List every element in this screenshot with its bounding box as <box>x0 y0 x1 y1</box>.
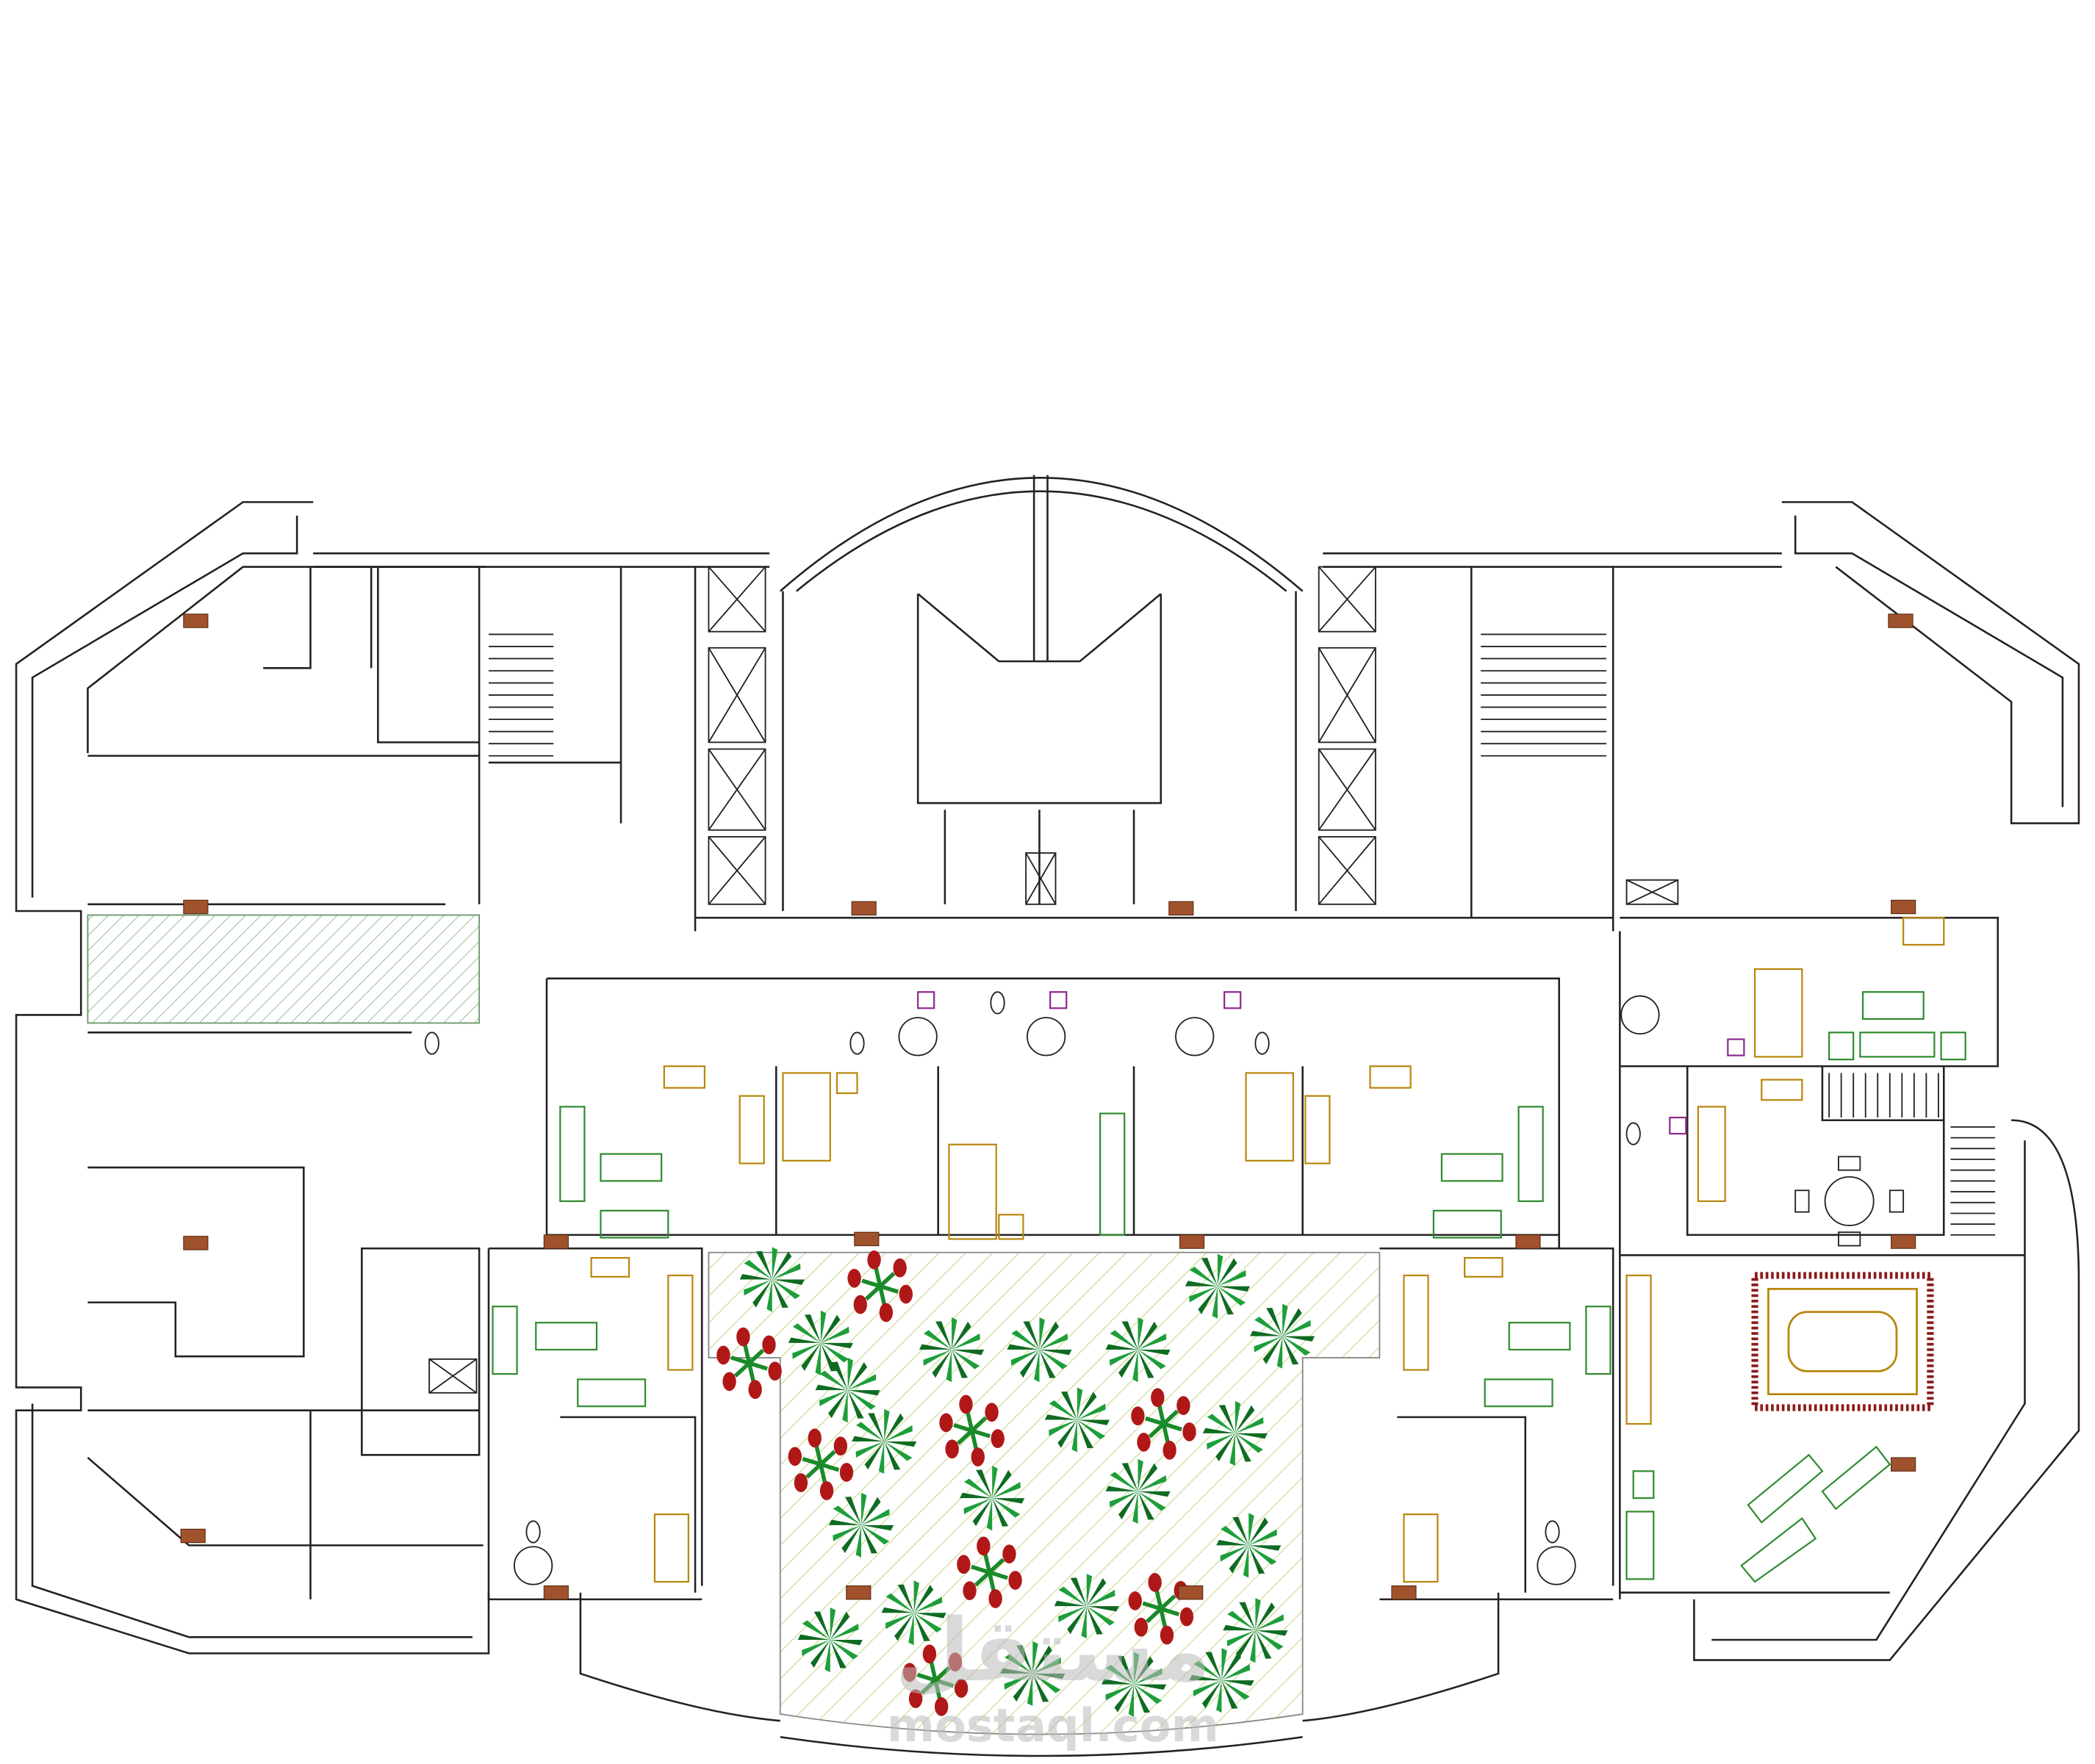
palm-tree <box>815 1358 880 1423</box>
column <box>1179 1234 1205 1249</box>
watermark-latin: mostaql.com <box>887 1699 1219 1752</box>
palm-tree <box>1105 1317 1171 1383</box>
column <box>1888 613 1913 628</box>
palm-tree <box>881 1580 946 1646</box>
column <box>180 1528 206 1544</box>
palm-tree <box>1054 1573 1119 1639</box>
palm-tree <box>1223 1598 1288 1663</box>
column <box>1891 899 1916 915</box>
column <box>1891 1457 1916 1472</box>
palm-tree <box>1000 1641 1066 1707</box>
structural-columns <box>180 613 1916 1600</box>
watermark: مستقل mostaql.com <box>887 1600 1219 1752</box>
palm-tree <box>1007 1317 1072 1383</box>
furniture <box>424 917 1966 1585</box>
palm-tree <box>797 1607 863 1673</box>
flowering-plant <box>788 1428 854 1500</box>
column <box>1168 901 1194 916</box>
column <box>1515 1234 1541 1249</box>
column <box>846 1585 872 1600</box>
column <box>543 1585 569 1600</box>
flowering-plant <box>1128 1573 1194 1645</box>
column <box>854 1231 880 1247</box>
hatched-slab <box>87 914 481 1024</box>
dining-table-rug <box>1751 1272 1934 1411</box>
palm-tree <box>828 1492 894 1558</box>
entrance-dome <box>779 475 1304 662</box>
elevators-stairs <box>428 566 1996 1394</box>
column <box>1178 1585 1204 1600</box>
garden-plants <box>716 1247 1315 1717</box>
column <box>183 899 209 915</box>
palm-tree <box>1189 1648 1254 1713</box>
palm-tree <box>852 1408 917 1475</box>
flowering-plant <box>716 1327 782 1400</box>
palm-tree <box>1185 1253 1251 1319</box>
palm-tree <box>1202 1400 1268 1466</box>
column <box>1891 1234 1916 1249</box>
column <box>183 1236 209 1250</box>
palm-tree <box>1216 1513 1282 1578</box>
palm-tree <box>1250 1303 1315 1369</box>
flowering-plant <box>847 1250 913 1322</box>
courtyard-garden <box>708 1251 1381 1735</box>
palm-tree <box>1105 1458 1171 1524</box>
palm-tree <box>960 1466 1025 1531</box>
watermark-arabic: مستقل <box>895 1600 1211 1701</box>
flowering-plant <box>939 1394 1005 1466</box>
flowering-plant <box>902 1644 969 1716</box>
flowering-plant <box>957 1536 1022 1608</box>
column <box>851 901 877 916</box>
palm-tree <box>1044 1387 1110 1452</box>
column <box>183 613 209 628</box>
column <box>543 1234 569 1249</box>
palm-tree <box>1101 1652 1167 1717</box>
palm-tree <box>919 1317 985 1383</box>
column <box>1391 1585 1417 1600</box>
palm-tree <box>739 1247 805 1312</box>
flowering-plant <box>1131 1388 1196 1460</box>
